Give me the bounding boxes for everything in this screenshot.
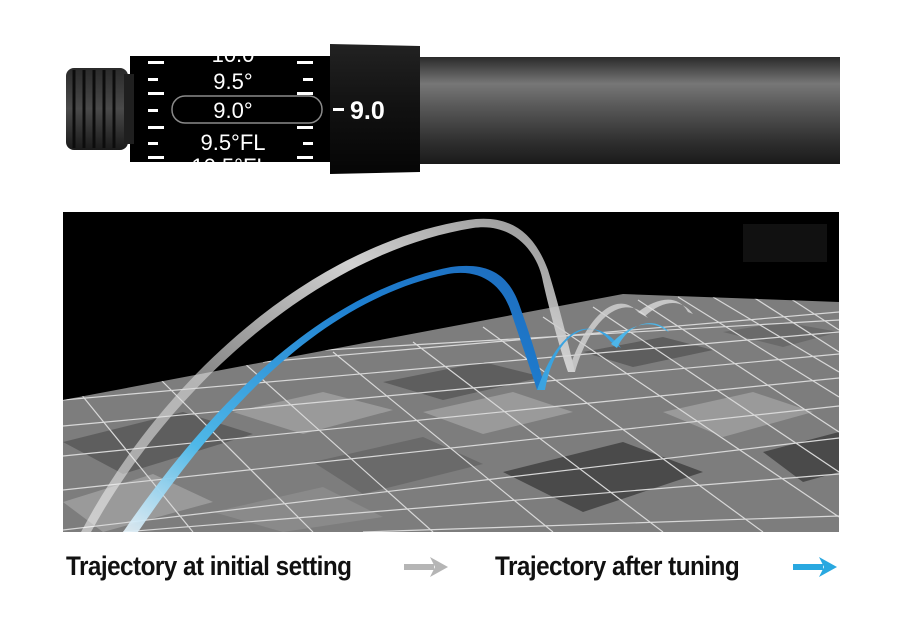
setting-ticks [148, 61, 313, 159]
adjustment-sleeve [130, 56, 330, 162]
tuned-trajectory-bounce-2 [611, 323, 669, 348]
scene-dark-panel [743, 224, 827, 262]
legend-initial-setting: Trajectory at initial setting [66, 548, 383, 584]
initial-trajectory-bounce-2 [638, 299, 693, 316]
initial-trajectory-bounce-1 [568, 303, 648, 372]
initial-trajectory-flight [81, 218, 575, 532]
setting-label-9-5-fl: 9.5°FL [200, 130, 265, 155]
arrow-right-icon [404, 557, 448, 577]
tuned-trajectory-bounce-1 [537, 328, 621, 390]
ground-tiles [63, 322, 839, 532]
setting-label-9-5: 9.5° [213, 69, 252, 94]
arrow-right-icon [793, 557, 837, 577]
legend-tuned-label: Trajectory after tuning [495, 550, 740, 581]
hosel-adjuster-illustration: 10.0 9.5° 9.0° 9.5°FL 10.5°FL 9.0 [66, 42, 840, 179]
trajectory-scene [63, 212, 839, 532]
knob-ridges [72, 70, 116, 148]
tuned-trajectory [123, 265, 669, 532]
setting-label-9-0: 9.0° [213, 98, 252, 123]
setting-indicator-mark [333, 108, 344, 111]
setting-label-10-5-fl: 10.5°FL [191, 154, 268, 179]
current-setting-value: 9.0 [350, 97, 385, 125]
legend-after-tuning: Trajectory after tuning [495, 548, 766, 584]
setting-scale: 10.0 9.5° 9.0° 9.5°FL 10.5°FL [148, 42, 323, 179]
knob-collar [124, 74, 134, 144]
current-setting-groove [171, 95, 323, 124]
initial-trajectory [81, 218, 693, 532]
tuned-trajectory-flight [123, 265, 545, 532]
setting-label-10-0: 10.0 [212, 42, 255, 67]
shaft [420, 57, 840, 164]
trajectory-scene-graphic [63, 218, 839, 532]
legend-initial-label: Trajectory at initial setting [66, 550, 352, 581]
ferrule [330, 44, 420, 174]
